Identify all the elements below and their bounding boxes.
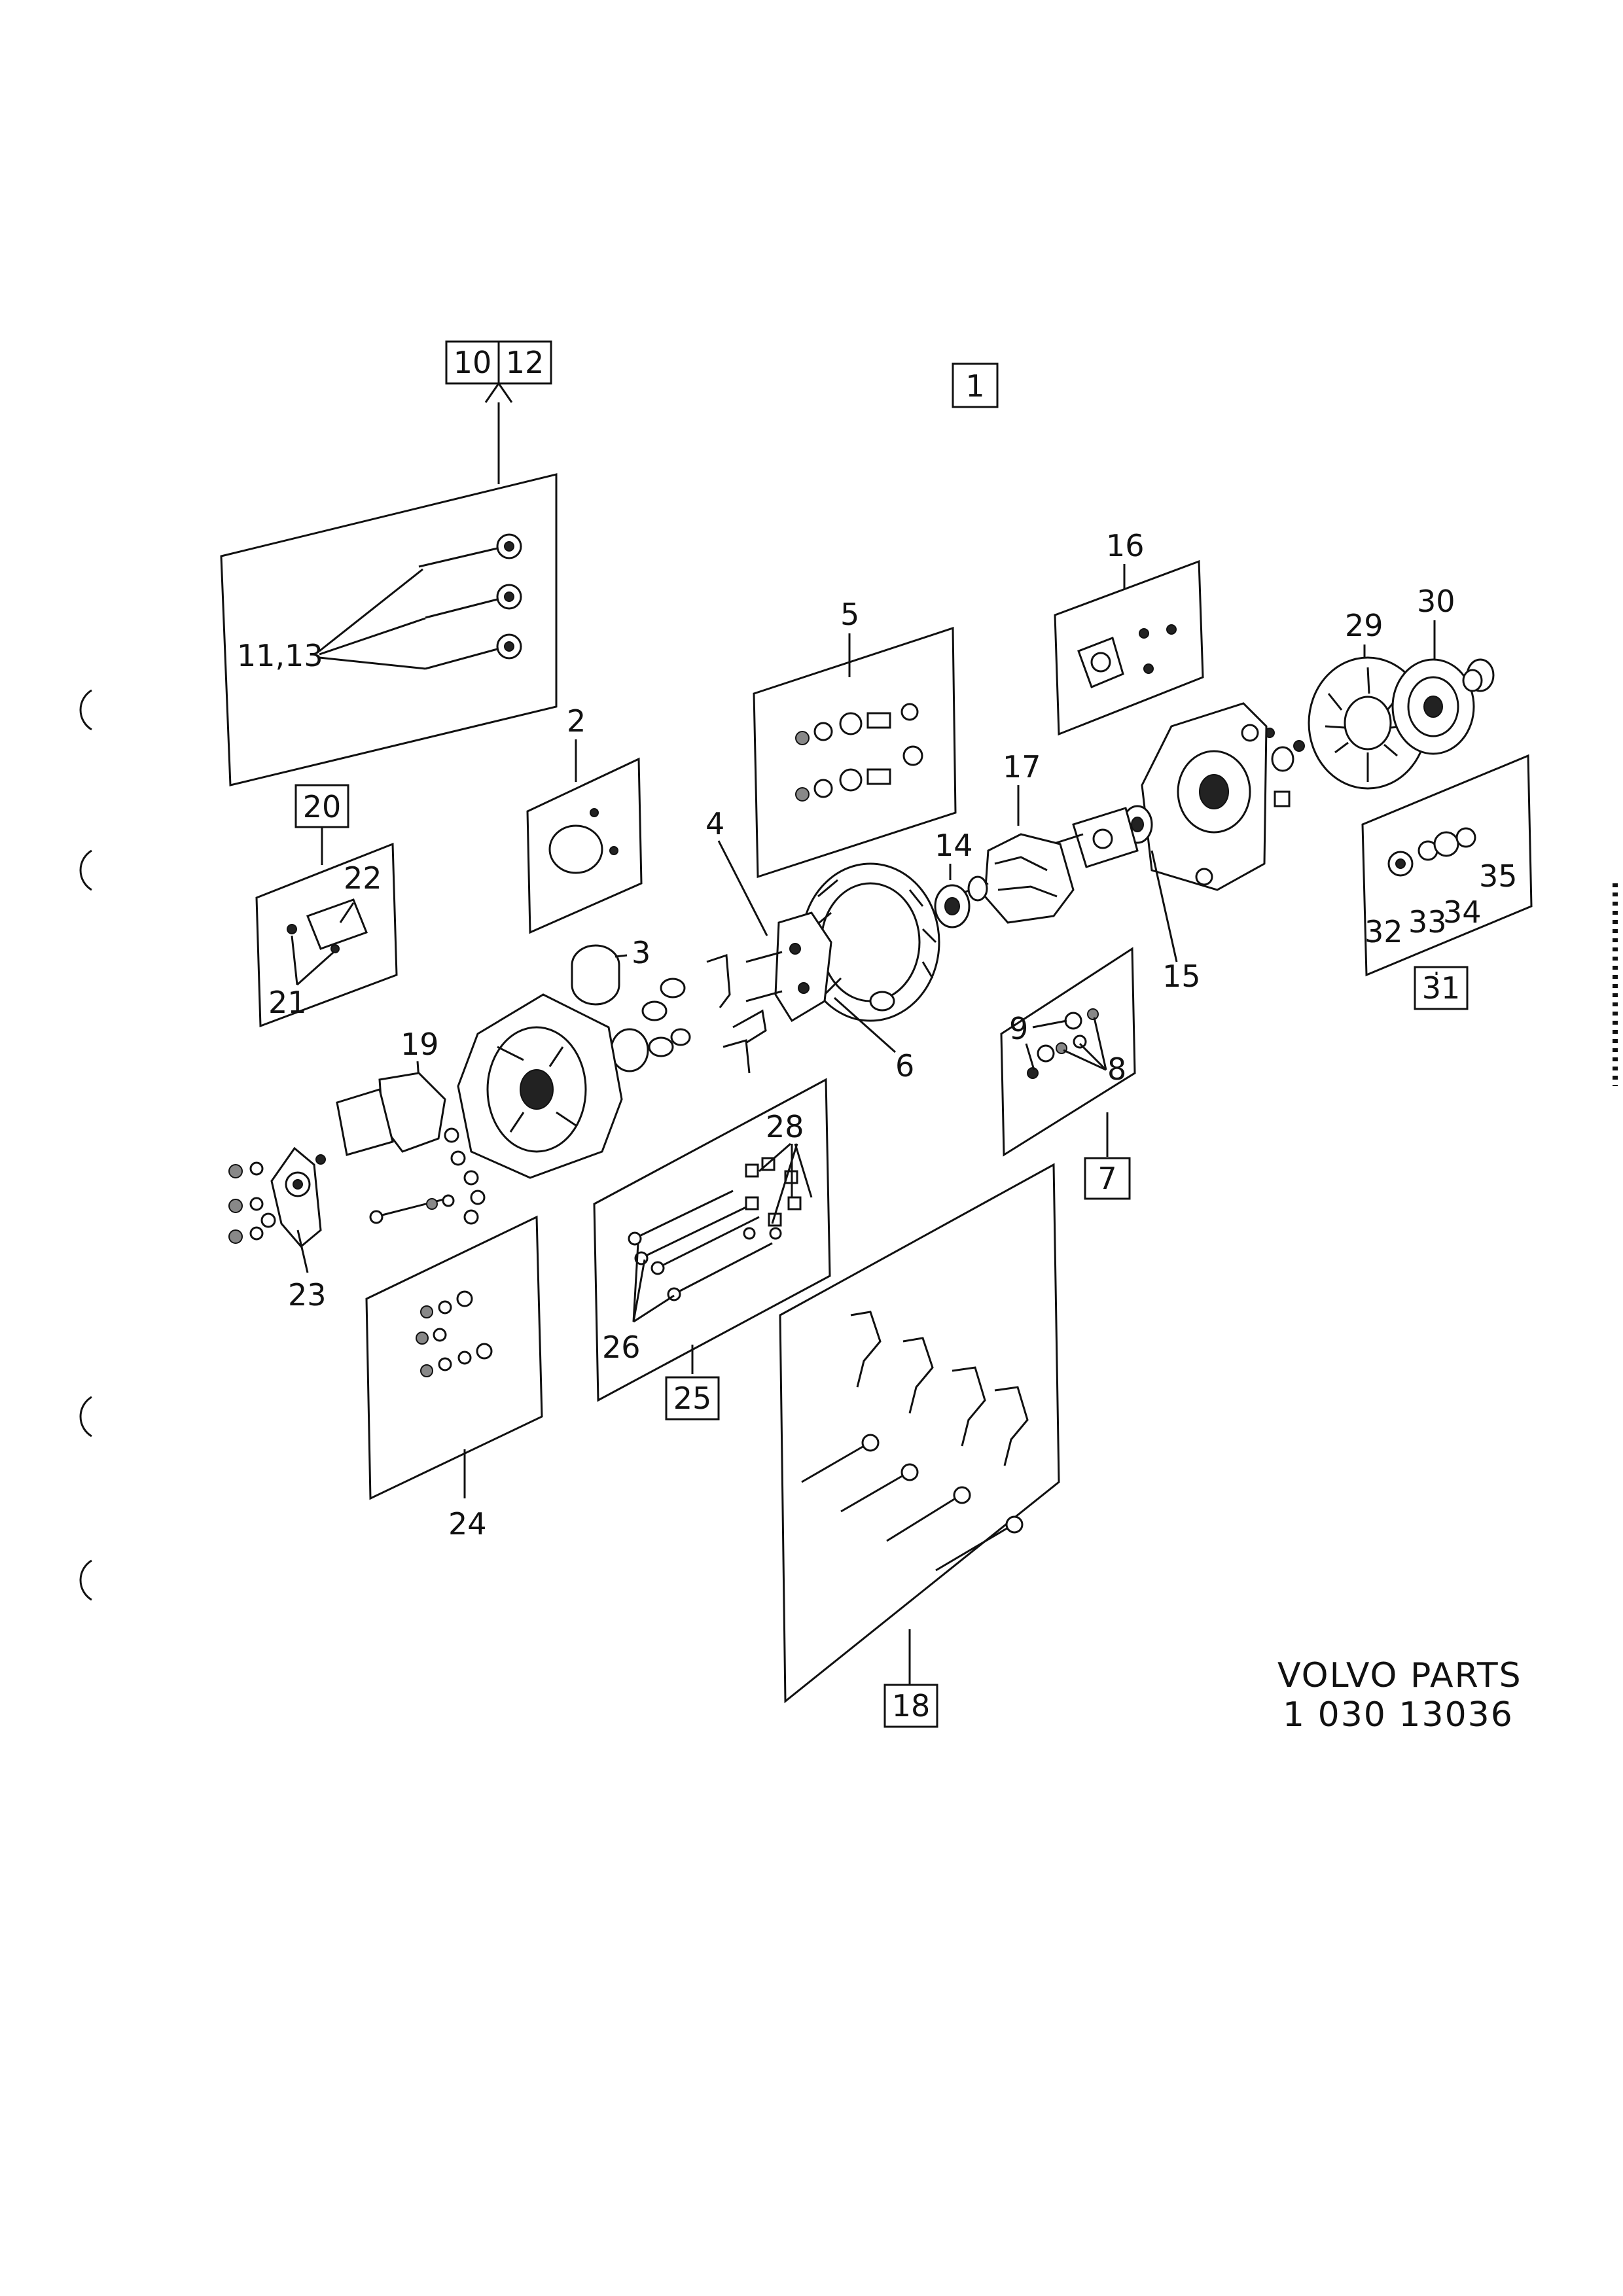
- callout-21: 21: [268, 985, 307, 1020]
- callout-24: 24: [448, 1506, 487, 1542]
- catalog-footer: VOLVO PARTS 1 030 13036: [1277, 1656, 1522, 1735]
- callout-6: 6: [895, 1048, 914, 1084]
- housing-15: 15: [1141, 702, 1268, 994]
- callout-30: 30: [1417, 584, 1455, 619]
- box-18-label: 18: [892, 1688, 931, 1723]
- clips-28: [743, 1157, 802, 1240]
- stator: [800, 862, 940, 1022]
- panel-10-12: 10 12 11,13: [220, 340, 558, 786]
- terminal-bolts-11-13: [418, 533, 522, 670]
- callout-16: 16: [1106, 528, 1145, 563]
- box-25-label: 25: [673, 1381, 712, 1416]
- callout-26: 26: [602, 1330, 641, 1365]
- callout-19: 19: [401, 1027, 439, 1062]
- terminal-clips-18: [850, 1311, 1029, 1466]
- callout-22: 22: [344, 860, 382, 896]
- rotor-17: 17: [961, 749, 1075, 924]
- callout-32: 32: [1364, 914, 1403, 949]
- screw-set-5: [795, 703, 923, 802]
- callout-2: 2: [567, 703, 586, 739]
- housing-main: [457, 993, 623, 1179]
- callout-8: 8: [1107, 1051, 1126, 1087]
- panel-16: 16: [1054, 528, 1204, 736]
- panel-24: 24: [365, 1215, 543, 1542]
- bolts-26: [628, 1190, 773, 1301]
- panel-20: 20 22 21: [255, 784, 398, 1028]
- footer-brand: VOLVO PARTS: [1277, 1656, 1522, 1695]
- panel-2: 2: [526, 703, 643, 934]
- panel-31: 32 33 34 35 31: [1361, 754, 1533, 1010]
- callout-11-13: 11,13: [237, 638, 323, 673]
- callout-5: 5: [840, 597, 859, 632]
- callout-34: 34: [1443, 894, 1482, 930]
- bracket-23: 23: [228, 1146, 327, 1313]
- box-10-label: 10: [454, 345, 492, 380]
- callout-9: 9: [1009, 1011, 1028, 1046]
- callout-17: 17: [1003, 749, 1041, 785]
- box-12-label: 12: [506, 345, 544, 380]
- panel-18: 18: [779, 1163, 1060, 1728]
- regulator-19: 19: [315, 1027, 466, 1166]
- box-7-label: 7: [1097, 1161, 1116, 1196]
- box-31-label: 31: [1422, 970, 1461, 1006]
- box-20-label: 20: [303, 789, 342, 824]
- rectifier-4-6: 4 6: [705, 806, 914, 1084]
- callout-33: 33: [1408, 904, 1447, 940]
- callout-3: 3: [632, 935, 651, 970]
- group-box-1-label: 1: [965, 368, 984, 404]
- panel-25: 28 26 25: [593, 1078, 831, 1421]
- callout-28: 28: [766, 1109, 804, 1144]
- callout-14: 14: [935, 828, 973, 863]
- callout-15: 15: [1162, 959, 1201, 994]
- bearing-14: 14: [934, 828, 973, 928]
- callout-35: 35: [1479, 858, 1518, 894]
- group-box-1: 1: [952, 362, 999, 408]
- screws-18: [801, 1434, 1024, 1572]
- callout-4: 4: [705, 806, 724, 841]
- panel-7: 9 8 7: [1000, 947, 1136, 1200]
- panel-5: 5: [753, 597, 957, 879]
- footer-part-number: 1 030 13036: [1283, 1695, 1514, 1735]
- cap-3: 3: [571, 935, 767, 1074]
- pulley-30: 30: [1264, 584, 1495, 807]
- bearing-plate: [1052, 805, 1153, 868]
- through-bolt: [369, 1170, 486, 1225]
- binder-holes: [79, 689, 92, 1601]
- callout-23: 23: [288, 1277, 327, 1313]
- callout-29: 29: [1345, 608, 1383, 643]
